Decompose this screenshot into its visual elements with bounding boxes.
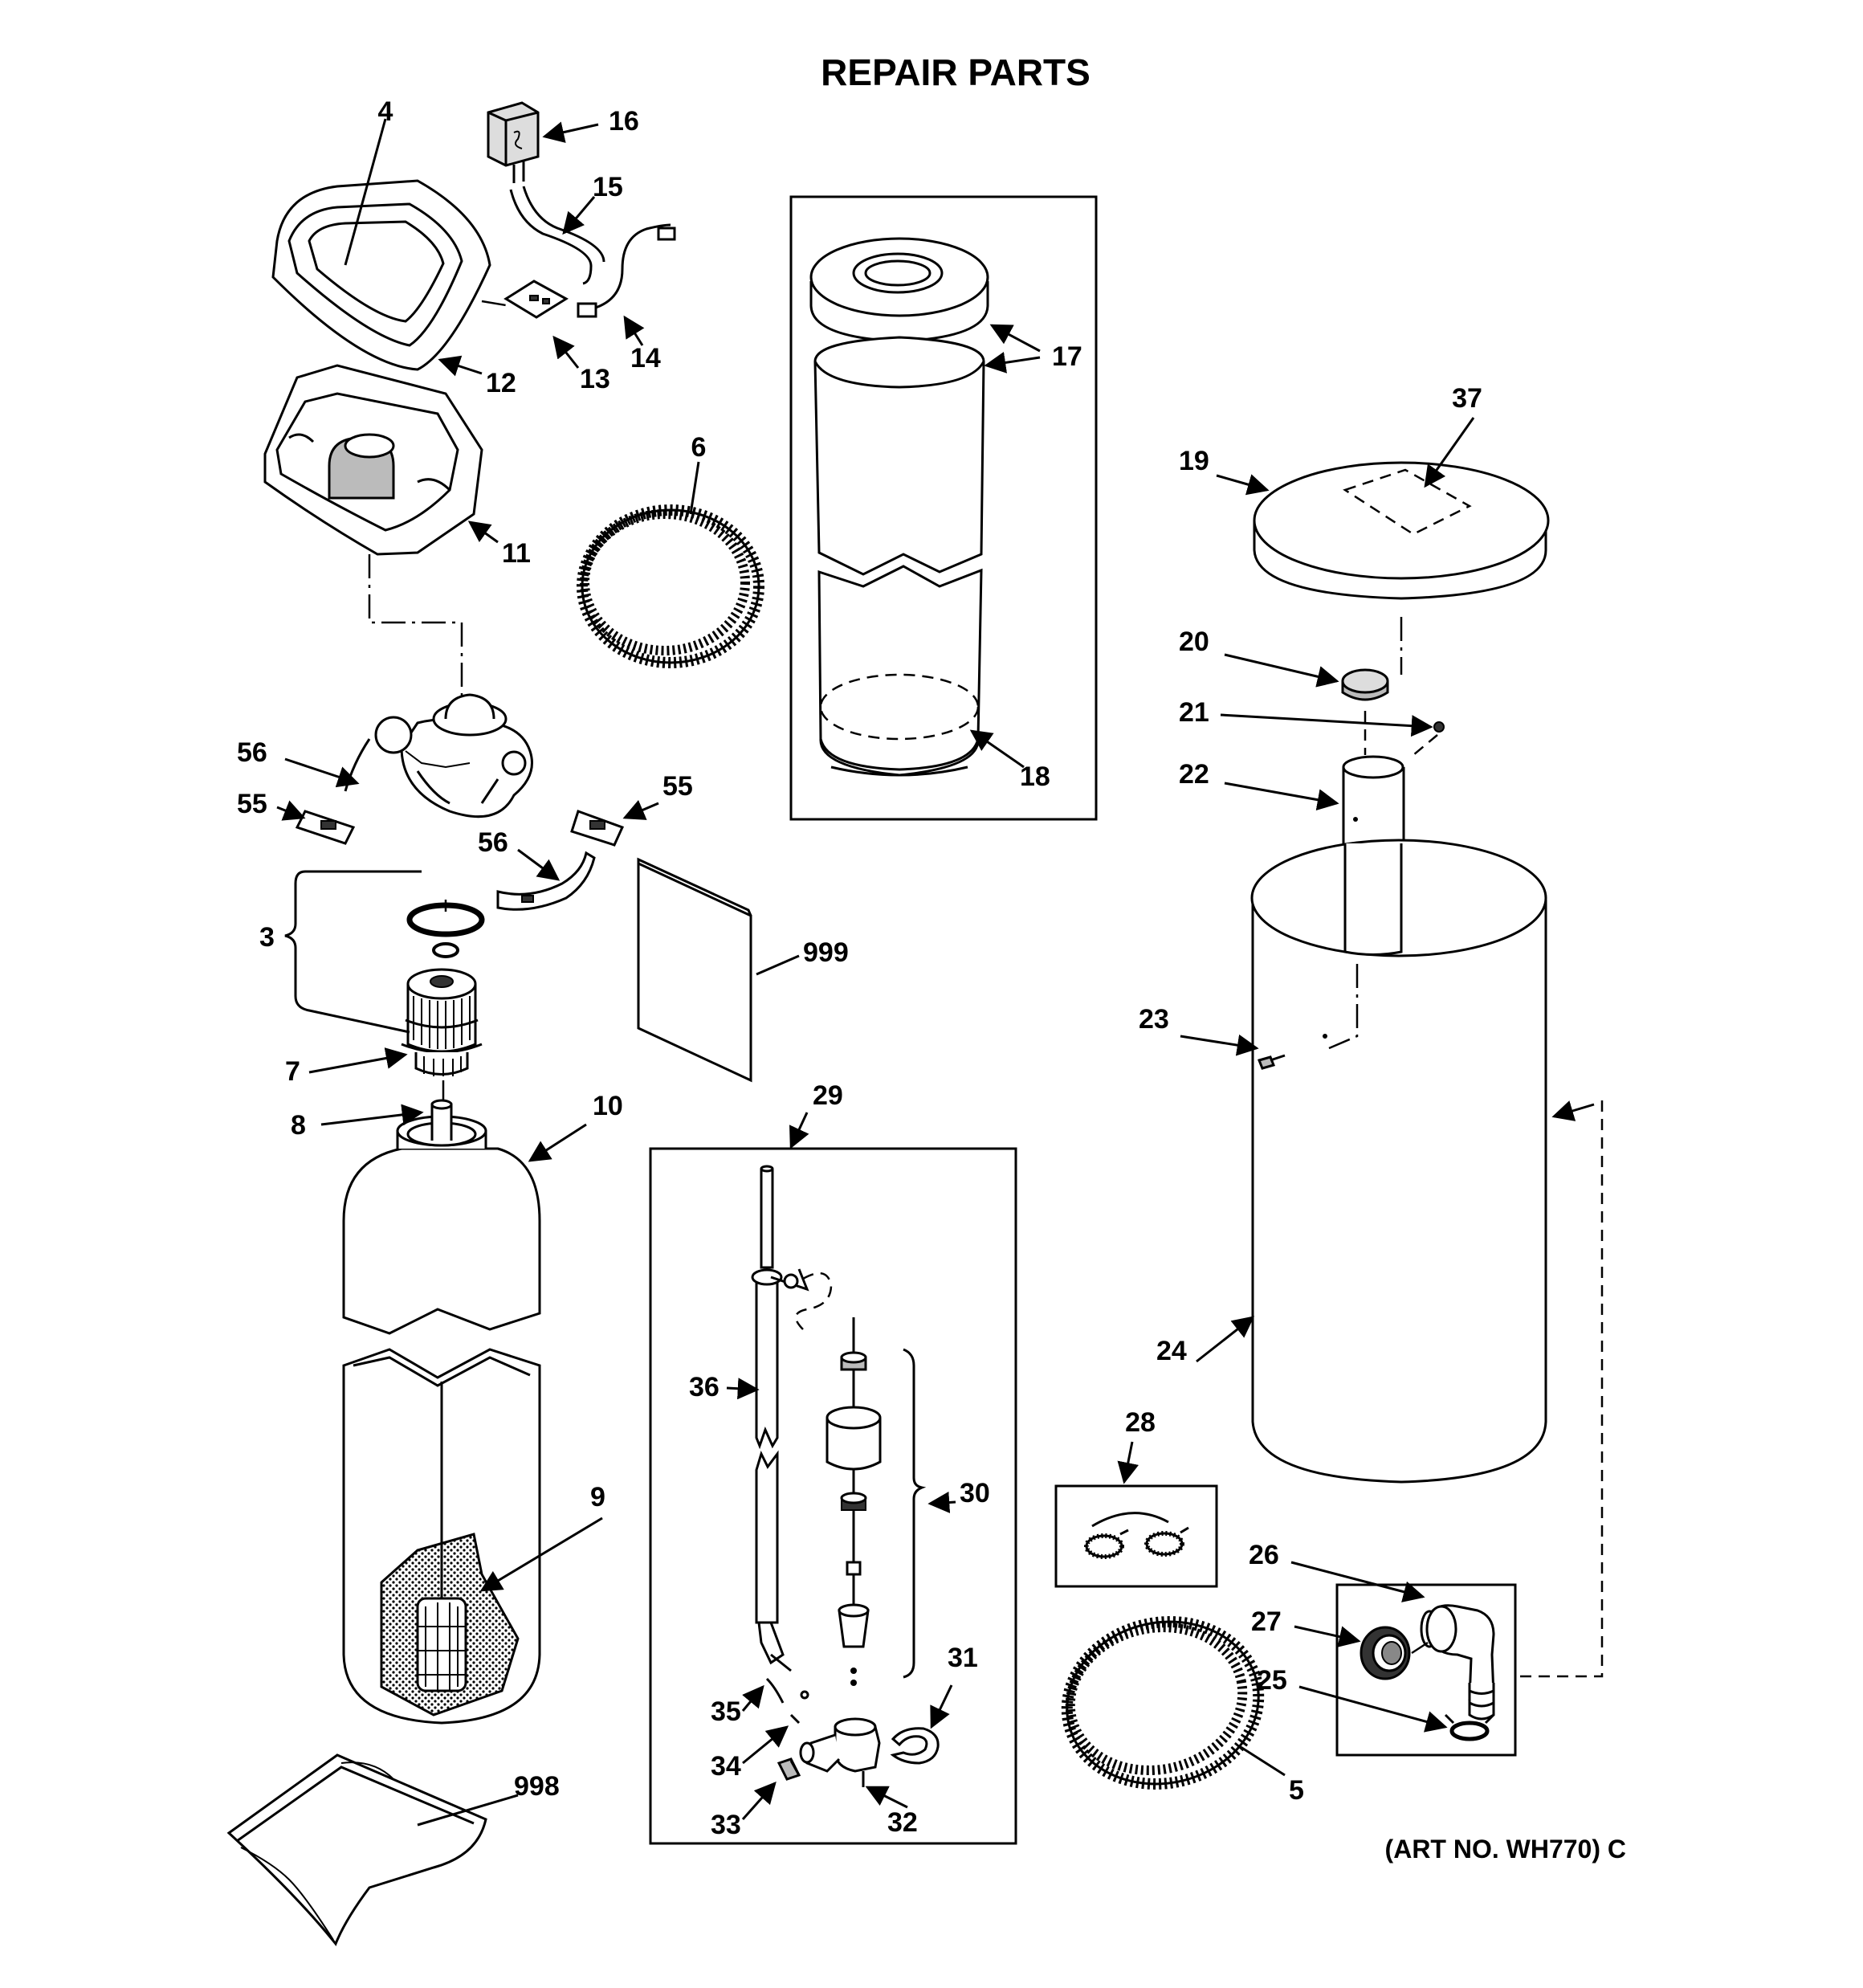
callout-29: 29 bbox=[813, 1080, 843, 1111]
callout-33: 33 bbox=[711, 1810, 741, 1840]
part-overflow-elbow bbox=[1420, 1604, 1495, 1721]
callout-21: 21 bbox=[1179, 697, 1209, 728]
callout-10: 10 bbox=[593, 1091, 623, 1121]
part-gravel-bag bbox=[226, 1753, 487, 1946]
part-brine-well-cover bbox=[809, 237, 989, 343]
art-number: (ART NO. WH770) C bbox=[1385, 1835, 1626, 1863]
callout-8: 8 bbox=[291, 1110, 306, 1141]
callout-9: 9 bbox=[590, 1482, 605, 1512]
part-cable bbox=[589, 223, 671, 311]
part-retaining-clip bbox=[496, 851, 596, 911]
callout-12: 12 bbox=[486, 368, 516, 398]
part-screw bbox=[1257, 1054, 1286, 1070]
callout-15: 15 bbox=[593, 172, 623, 202]
callout-27: 27 bbox=[1251, 1606, 1282, 1637]
callout-25: 25 bbox=[1257, 1665, 1287, 1696]
callout-34: 34 bbox=[711, 1751, 741, 1782]
part-hose-5 bbox=[1061, 1616, 1265, 1790]
callout-55-left: 55 bbox=[237, 789, 267, 819]
part-distributor-cap bbox=[401, 968, 483, 1076]
page-title: REPAIR PARTS bbox=[821, 51, 1090, 93]
callout-37: 37 bbox=[1452, 383, 1482, 414]
liner-assembly-box bbox=[789, 195, 1098, 821]
callout-55-right: 55 bbox=[662, 771, 693, 802]
callout-18: 18 bbox=[1020, 761, 1050, 792]
callout-998: 998 bbox=[514, 1771, 560, 1802]
part-owners-manual bbox=[637, 857, 752, 1083]
callout-23: 23 bbox=[1139, 1004, 1169, 1035]
callout-31: 31 bbox=[948, 1643, 978, 1673]
callout-11: 11 bbox=[502, 538, 531, 569]
part-flow-control bbox=[777, 1757, 801, 1781]
callout-22: 22 bbox=[1179, 759, 1209, 790]
part-brine-valve-stack bbox=[826, 1317, 882, 1686]
part-brine-well-cap bbox=[1341, 668, 1389, 701]
brine-valve-box bbox=[649, 1147, 1017, 1845]
callout-6: 6 bbox=[691, 432, 707, 463]
part-control-valve bbox=[344, 693, 533, 818]
part-hose-clamps bbox=[1084, 1512, 1189, 1559]
callout-56-clip: 56 bbox=[478, 827, 508, 858]
callout-26: 26 bbox=[1249, 1540, 1279, 1570]
callout-13: 13 bbox=[580, 364, 610, 394]
callout-56-valve: 56 bbox=[237, 737, 267, 768]
part-valve-housing bbox=[263, 364, 483, 556]
callout-28: 28 bbox=[1125, 1407, 1156, 1438]
callout-5: 5 bbox=[1289, 1775, 1304, 1806]
callout-32: 32 bbox=[887, 1807, 918, 1838]
part-hose-6 bbox=[577, 504, 764, 668]
part-mineral-tank bbox=[342, 1099, 541, 1725]
callout-999: 999 bbox=[803, 937, 849, 968]
callout-20: 20 bbox=[1179, 627, 1209, 657]
callout-4: 4 bbox=[378, 96, 393, 127]
callout-19: 19 bbox=[1179, 446, 1209, 476]
part-top-cover bbox=[271, 179, 491, 371]
part-nut bbox=[1433, 721, 1445, 733]
callout-16: 16 bbox=[609, 106, 639, 137]
part-clip-right bbox=[570, 810, 625, 847]
part-salt-tank bbox=[1250, 839, 1547, 1484]
callout-7: 7 bbox=[285, 1056, 300, 1087]
part-control-board bbox=[481, 280, 569, 319]
part-o-ring-small bbox=[432, 942, 459, 958]
callout-36: 36 bbox=[689, 1372, 720, 1402]
part-transformer bbox=[487, 101, 540, 183]
part-ball-check bbox=[765, 1677, 785, 1704]
part-grommet bbox=[1360, 1626, 1411, 1680]
part-liner-tube bbox=[813, 336, 985, 777]
overflow-box bbox=[1335, 1583, 1517, 1757]
callout-14: 14 bbox=[630, 343, 661, 374]
part-clip-left bbox=[295, 810, 356, 845]
part-wire-harness bbox=[509, 189, 593, 285]
part-brine-elbow bbox=[799, 1717, 881, 1787]
callout-3: 3 bbox=[259, 922, 275, 953]
clamps-box bbox=[1054, 1484, 1218, 1588]
callout-17: 17 bbox=[1052, 341, 1082, 372]
callout-35: 35 bbox=[711, 1696, 741, 1727]
callout-30: 30 bbox=[960, 1478, 990, 1508]
part-salt-tank-lid bbox=[1253, 461, 1550, 600]
part-float-tube bbox=[751, 1165, 833, 1672]
callout-24: 24 bbox=[1156, 1336, 1187, 1366]
part-retainer-clip bbox=[890, 1727, 940, 1765]
